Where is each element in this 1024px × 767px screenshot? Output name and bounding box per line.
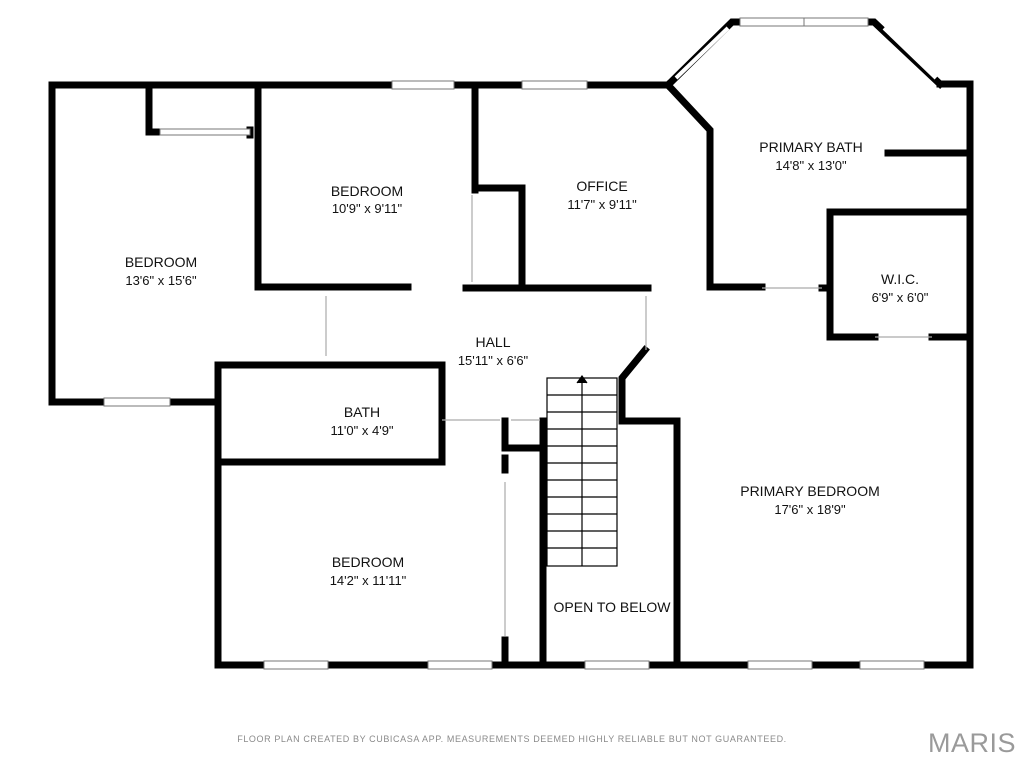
window-primary-2 xyxy=(859,660,925,670)
wall-bedroom-divider xyxy=(254,84,412,291)
room-dims-bedroom-n: 10'9" x 9'11" xyxy=(332,201,403,216)
footer-disclaimer: FLOOR PLAN CREATED BY CUBICASA APP. MEAS… xyxy=(237,734,787,744)
wall-east xyxy=(936,80,974,666)
room-dims-bath: 11'0" x 4'9" xyxy=(330,423,393,438)
window-north-bedroom xyxy=(391,80,455,90)
brand-logo: MARIS xyxy=(927,728,1016,758)
stair-arrow xyxy=(576,374,588,384)
window-nw-closet xyxy=(159,128,251,136)
window-office xyxy=(521,80,588,90)
window-west-bedroom xyxy=(103,397,171,407)
wall-office-east xyxy=(663,80,766,291)
open-to-below-label: OPEN TO BELOW xyxy=(554,599,672,615)
window-primary-1 xyxy=(747,660,813,670)
room-name-primary-bath: PRIMARY BATH xyxy=(759,139,862,155)
room-dims-office: 11'7" x 9'11" xyxy=(567,197,637,212)
window-bay-left xyxy=(674,26,730,80)
room-name-bedroom-n: BEDROOM xyxy=(331,183,403,199)
room-name-bedroom-sw: BEDROOM xyxy=(332,554,404,570)
bay-wall xyxy=(663,18,945,90)
bay-window xyxy=(663,18,945,90)
wall-stair-rail xyxy=(618,345,681,666)
window-stair xyxy=(584,660,650,670)
windows xyxy=(103,17,938,670)
room-labels: BEDROOM 13'6" x 15'6" BEDROOM 10'9" x 9'… xyxy=(125,139,929,615)
wall-nw-closet xyxy=(145,84,164,136)
walls xyxy=(48,80,974,669)
window-bay-right xyxy=(882,26,938,80)
room-dims-bedroom-sw: 14'2" x 11'11" xyxy=(330,573,407,588)
room-name-hall: HALL xyxy=(475,334,510,350)
room-dims-primary-bath: 14'8" x 13'0" xyxy=(775,158,847,173)
room-name-bath: BATH xyxy=(344,404,380,420)
room-dims-bedroom-nw: 13'6" x 15'6" xyxy=(125,273,197,288)
room-dims-primary-bedroom: 17'6" x 18'9" xyxy=(774,502,846,517)
room-name-office: OFFICE xyxy=(576,178,627,194)
window-sw-bedroom-2 xyxy=(427,660,493,670)
wall-office-closet xyxy=(471,184,526,291)
room-name-wic: W.I.C. xyxy=(881,271,919,287)
wall-hall-closet xyxy=(501,417,544,452)
room-name-primary-bedroom: PRIMARY BEDROOM xyxy=(740,483,880,499)
room-dims-wic: 6'9" x 6'0" xyxy=(872,290,929,305)
room-dims-hall: 15'11" x 6'6" xyxy=(458,353,529,368)
room-name-bedroom-nw: BEDROOM xyxy=(125,254,197,270)
wall-bath-east xyxy=(218,361,446,466)
wall-wic xyxy=(826,208,970,341)
stairs xyxy=(546,374,618,567)
window-sw-bedroom-1 xyxy=(263,660,329,670)
doors xyxy=(325,195,932,636)
